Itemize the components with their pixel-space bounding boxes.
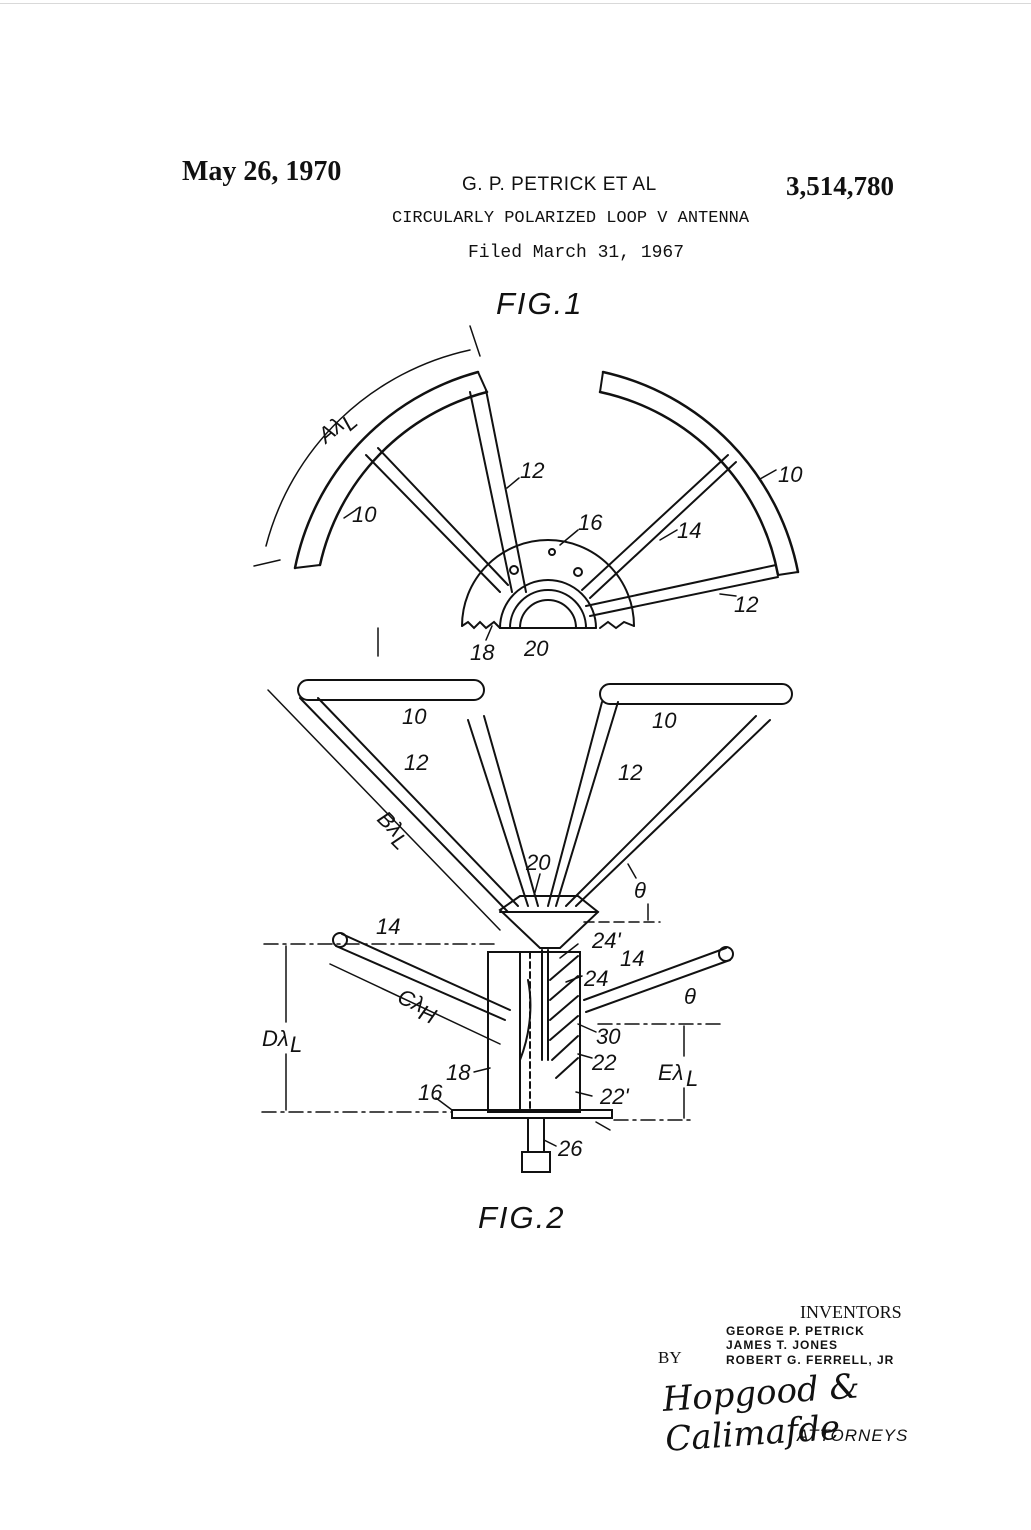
ref-14-fig2-left: 14 — [376, 914, 400, 939]
ref-10-fig2-left: 10 — [402, 704, 427, 729]
ref-12-right: 12 — [734, 592, 758, 617]
ref-22: 22 — [591, 1050, 616, 1075]
inventors-line: G. P. PETRICK ET AL — [462, 174, 657, 195]
ref-30: 30 — [596, 1024, 621, 1049]
patent-number: 3,514,780 — [786, 171, 894, 201]
ref-24p: 24' — [591, 928, 621, 953]
ref-14-fig2-right: 14 — [620, 946, 644, 971]
ref-10-fig2-right: 10 — [652, 708, 677, 733]
ref-10-right: 10 — [778, 462, 803, 487]
ref-20-fig1: 20 — [523, 636, 549, 661]
patent-title: CIRCULARLY POLARIZED LOOP V ANTENNA — [392, 209, 750, 228]
ref-12-top: 12 — [520, 458, 544, 483]
inventors-heading: INVENTORS — [800, 1302, 902, 1322]
ref-16-fig1: 16 — [578, 510, 603, 535]
top-border — [0, 3, 1031, 4]
ref-12-fig2-left: 12 — [404, 750, 428, 775]
ref-18-fig1: 18 — [470, 640, 495, 665]
ref-26: 26 — [557, 1136, 583, 1161]
inventor-name-1: GEORGE P. PETRICK — [726, 1324, 865, 1338]
fig1-label: FIG.1 — [496, 286, 584, 321]
ref-14-fig1: 14 — [677, 518, 701, 543]
ref-18-fig2: 18 — [446, 1060, 471, 1085]
ref-10-left: 10 — [352, 502, 377, 527]
ref-22p: 22' — [599, 1084, 629, 1109]
ref-24: 24 — [583, 966, 608, 991]
fig1-drawing — [253, 325, 800, 657]
dim-E-sub: L — [686, 1066, 698, 1091]
patent-date: May 26, 1970 — [182, 156, 342, 187]
attorneys-label: ATTORNEYS — [797, 1426, 909, 1445]
by-label: BY — [658, 1348, 682, 1367]
dim-D-label: Dλ — [262, 1026, 289, 1051]
inventor-name-2: JAMES T. JONES — [726, 1338, 839, 1352]
dim-D-sub: L — [290, 1032, 302, 1057]
fig2-drawing — [261, 679, 793, 1173]
ref-theta-2: θ — [684, 984, 696, 1009]
ref-20-fig2: 20 — [525, 850, 551, 875]
filed-date: Filed March 31, 1967 — [468, 243, 685, 263]
dim-E-label: Eλ — [658, 1060, 684, 1085]
ref-theta: θ — [634, 878, 646, 903]
inventor-name-3: ROBERT G. FERRELL, JR — [726, 1353, 895, 1367]
fig2-label: FIG.2 — [478, 1200, 566, 1235]
ref-16-fig2: 16 — [418, 1080, 443, 1105]
ref-12-fig2-right: 12 — [618, 760, 642, 785]
